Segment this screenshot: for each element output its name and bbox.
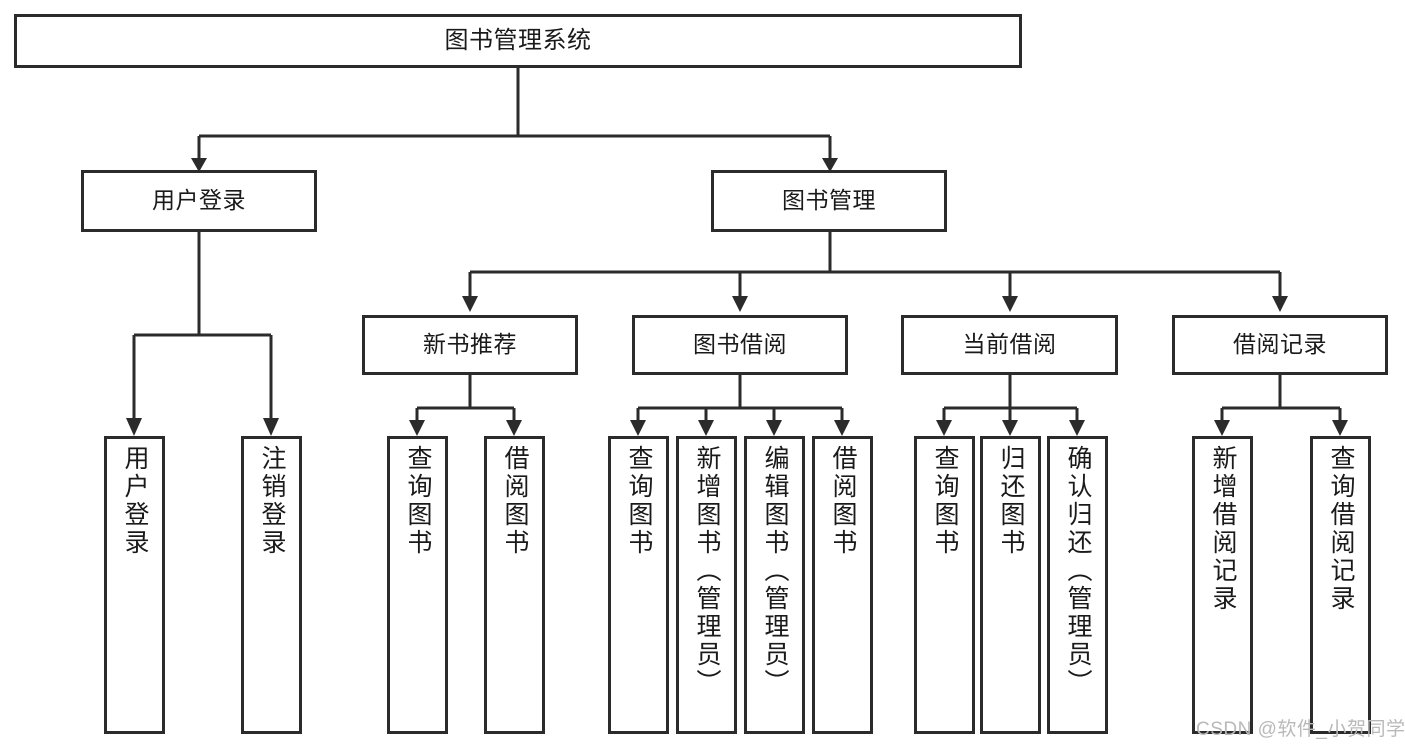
node-leaf-add-book[interactable]: 新增图书（管理员） (676, 436, 737, 734)
node-label: 新增图书（管理员） (693, 445, 721, 697)
node-label: 图书管理系统 (444, 26, 592, 54)
node-leaf-query-book-3[interactable]: 查询图书 (914, 436, 975, 734)
connector-root-to-level1 (191, 68, 838, 172)
node-leaf-return-book[interactable]: 归还图书 (980, 436, 1041, 734)
node-label: 查询图书 (931, 445, 959, 557)
node-leaf-query-book-2[interactable]: 查询图书 (608, 436, 669, 734)
node-leaf-add-record[interactable]: 新增借阅记录 (1192, 436, 1253, 734)
node-label: 借阅记录 (1233, 331, 1327, 358)
node-label: 借阅图书 (501, 445, 529, 557)
node-label: 图书管理 (782, 187, 876, 214)
node-new-book-recommend[interactable]: 新书推荐 (362, 315, 578, 375)
connector-borrowrecord-to-leaves (1214, 375, 1348, 436)
node-borrow-record[interactable]: 借阅记录 (1172, 315, 1388, 375)
connector-newbook-to-leaves (409, 375, 522, 436)
node-current-borrow[interactable]: 当前借阅 (901, 315, 1118, 375)
node-leaf-confirm-return[interactable]: 确认归还（管理员） (1047, 436, 1108, 734)
node-label: 用户登录 (121, 445, 149, 557)
node-leaf-user-login[interactable]: 用户登录 (104, 436, 165, 734)
node-root-system[interactable]: 图书管理系统 (14, 14, 1022, 68)
node-leaf-query-book-1[interactable]: 查询图书 (387, 436, 448, 734)
node-leaf-borrow-book-2[interactable]: 借阅图书 (812, 436, 873, 734)
node-leaf-edit-book[interactable]: 编辑图书（管理员） (744, 436, 805, 734)
node-label: 借阅图书 (829, 445, 857, 557)
node-label: 新增借阅记录 (1209, 445, 1237, 613)
node-book-borrow[interactable]: 图书借阅 (632, 315, 848, 375)
node-leaf-query-record[interactable]: 查询借阅记录 (1310, 436, 1371, 734)
node-label: 新书推荐 (423, 331, 517, 358)
node-leaf-borrow-book-1[interactable]: 借阅图书 (484, 436, 545, 734)
node-label: 归还图书 (997, 445, 1025, 557)
node-label: 确认归还（管理员） (1064, 445, 1092, 697)
connector-userlogin-to-leaves (126, 232, 279, 436)
connector-bookmgmt-to-level2 (462, 232, 1288, 312)
connector-currentborrow-to-leaves (936, 375, 1085, 436)
node-label: 编辑图书（管理员） (761, 445, 789, 697)
node-label: 查询图书 (625, 445, 653, 557)
node-label: 注销登录 (258, 445, 286, 557)
node-label: 查询借阅记录 (1327, 445, 1355, 613)
node-book-management[interactable]: 图书管理 (711, 170, 947, 232)
node-label: 用户登录 (152, 187, 246, 214)
node-user-login[interactable]: 用户登录 (81, 170, 317, 232)
node-label: 查询图书 (404, 445, 432, 557)
connector-bookborrow-to-leaves (630, 375, 850, 436)
node-label: 当前借阅 (962, 331, 1057, 358)
node-label: 图书借阅 (693, 331, 787, 358)
node-leaf-user-logout[interactable]: 注销登录 (241, 436, 302, 734)
